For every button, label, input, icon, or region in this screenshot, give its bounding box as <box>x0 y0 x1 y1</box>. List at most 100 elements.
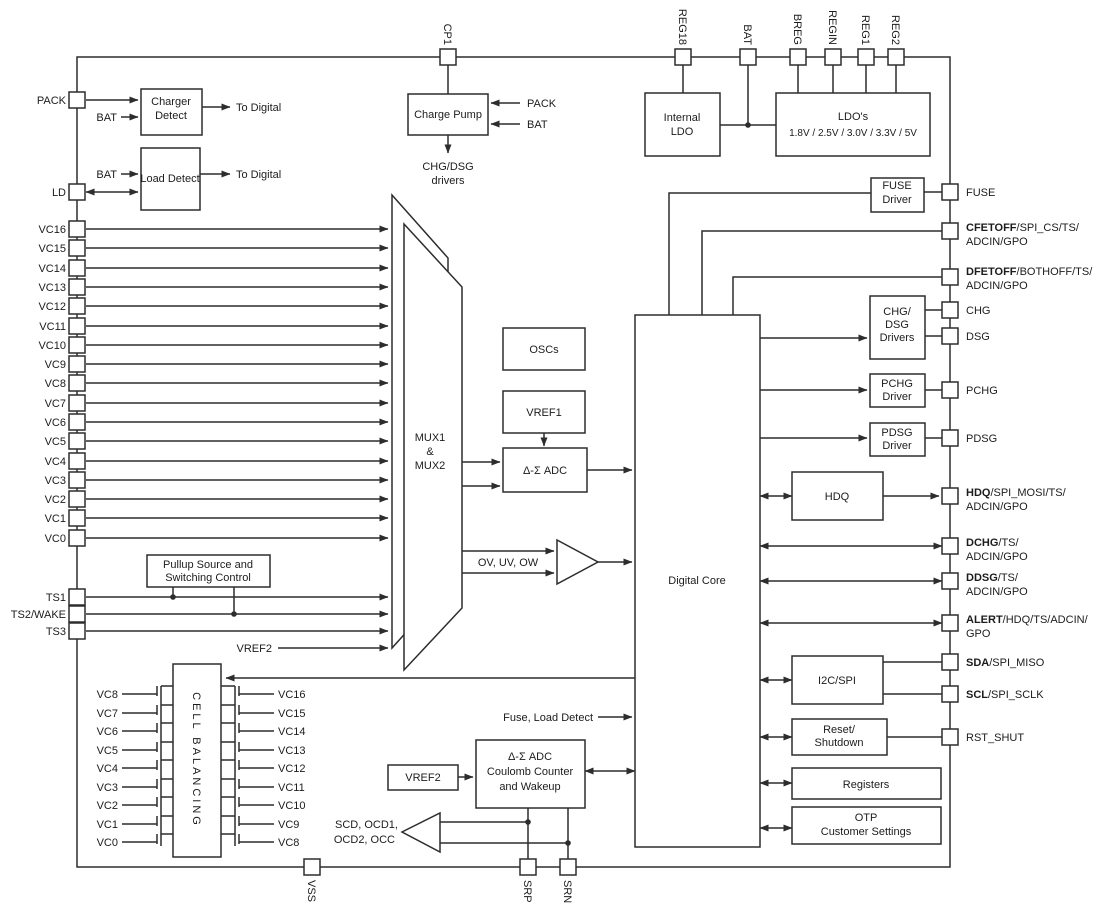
cb-left-label: VC3 <box>97 782 118 794</box>
pin-vc16-label: VC16 <box>38 224 66 236</box>
pin-srp <box>519 858 537 876</box>
block-otp: OTP Customer Settings <box>791 806 942 845</box>
block-charge-pump: Charge Pump <box>407 93 489 136</box>
pin-rst-shut-label: RST_SHUT <box>966 732 1024 744</box>
pin-ts3-label: TS3 <box>46 626 66 638</box>
chg-dsg-drivers-label-1: CHG/ <box>883 306 911 318</box>
cb-right-label: VC14 <box>278 726 306 738</box>
load-detect-label: Load Detect <box>140 173 199 185</box>
block-registers: Registers <box>791 767 942 800</box>
pin-sda <box>941 653 959 671</box>
pchg-driver-label-1: PCHG <box>881 378 913 390</box>
oscs-label: OSCs <box>529 344 559 356</box>
to-digital-label-top: To Digital <box>236 102 281 114</box>
block-vref1: VREF1 <box>502 390 586 434</box>
cb-left-label: VC2 <box>97 800 118 812</box>
fuse-load-detect-label: Fuse, Load Detect <box>503 712 593 724</box>
charger-detect-label-1: Charger <box>151 96 191 108</box>
pin-ts1 <box>68 588 86 606</box>
i2c-spi-label: I2C/SPI <box>818 675 856 687</box>
pin-vc14-label: VC14 <box>38 263 66 275</box>
pin-cfetoff <box>941 222 959 240</box>
reset-shutdown-label-1: Reset/ <box>823 724 856 736</box>
cb-left-label: VC7 <box>97 708 118 720</box>
cb-left-label: VC0 <box>97 837 118 849</box>
chg-dsg-drivers-text-2: drivers <box>431 175 465 187</box>
pin-sda-label: SDA/SPI_MISO <box>966 657 1045 669</box>
chg-dsg-drivers-label-2: DSG <box>885 319 909 331</box>
pin-hdq-label: HDQ/SPI_MOSI/TS/ <box>966 487 1067 499</box>
pin-alert <box>941 614 959 632</box>
pin-vc13 <box>68 278 86 296</box>
pin-srp-label: SRP <box>521 880 533 903</box>
pin-reg18 <box>674 48 692 66</box>
pin-pdsg-label: PDSG <box>966 433 997 445</box>
block-hdq: HDQ <box>791 471 884 521</box>
mux-label-3: MUX2 <box>415 460 446 472</box>
right-pins: FUSE CFETOFF/SPI_CS/TS/ ADCIN/GPO DFETOF… <box>941 183 1093 746</box>
pin-vc2 <box>68 490 86 508</box>
pin-ts2-wake-label: TS2/WAKE <box>11 609 66 621</box>
pin-reg1 <box>857 48 875 66</box>
cell-balancing-left-labels: VC8 VC7 VC6 VC5 VC4 VC3 VC2 VC1 VC0 <box>97 689 118 849</box>
pin-vss-label: VSS <box>305 880 317 902</box>
arrow-wires <box>86 96 940 781</box>
pin-ddsg-label: DDSG/TS/ <box>966 572 1019 584</box>
cell-balancing-right-labels: VC16 VC15 VC14 VC13 VC12 VC11 VC10 VC9 V… <box>278 689 306 849</box>
pin-ddsg <box>941 572 959 590</box>
block-adc: Δ-Σ ADC <box>502 447 588 493</box>
pin-ld-label: LD <box>52 187 66 199</box>
pin-pdsg <box>941 429 959 447</box>
block-mux: MUX1 & MUX2 <box>391 193 463 672</box>
fuse-driver-label-2: Driver <box>882 194 912 206</box>
overcurrent-comparator <box>400 811 441 854</box>
pdsg-driver-label-1: PDSG <box>881 427 912 439</box>
pin-regin <box>824 48 842 66</box>
pin-vc9-label: VC9 <box>45 359 66 371</box>
scd-ocd-label-1: SCD, OCD1, <box>335 819 398 831</box>
charge-pump-bat-label: BAT <box>527 119 548 131</box>
block-reset-shutdown: Reset/ Shutdown <box>791 718 888 756</box>
cb-right-label: VC15 <box>278 708 306 720</box>
coulomb-label-3: and Wakeup <box>499 781 560 793</box>
pin-vc15 <box>68 239 86 257</box>
block-ldos: LDO's 1.8V / 2.5V / 3.0V / 3.3V / 5V <box>775 92 931 157</box>
pin-vc6-label: VC6 <box>45 417 66 429</box>
pin-vc7 <box>68 394 86 412</box>
pin-alert-label: ALERT/HDQ/TS/ADCIN/ <box>966 614 1089 626</box>
cb-right-label: VC9 <box>278 819 299 831</box>
cell-balancing-fets-left <box>122 685 173 846</box>
pin-reg2 <box>887 48 905 66</box>
pin-cfetoff-label: CFETOFF/SPI_CS/TS/ <box>966 222 1080 234</box>
cb-right-label: VC16 <box>278 689 306 701</box>
pin-vc8 <box>68 374 86 392</box>
cb-right-label: VC12 <box>278 763 306 775</box>
cb-left-label: VC6 <box>97 726 118 738</box>
ov-uv-ow-comparator <box>556 538 600 586</box>
pin-vc9 <box>68 355 86 373</box>
pin-dsg-label: DSG <box>966 331 990 343</box>
pin-ddsg-label-2: ADCIN/GPO <box>966 586 1028 598</box>
chg-dsg-drivers-label-3: Drivers <box>880 332 915 344</box>
mux-label-1: MUX1 <box>415 432 446 444</box>
coulomb-label-2: Coulomb Counter <box>487 766 574 778</box>
pin-reg1-label: REG1 <box>859 15 871 45</box>
pin-vc2-label: VC2 <box>45 494 66 506</box>
pin-dchg <box>941 537 959 555</box>
pin-alert-label-2: GPO <box>966 628 991 640</box>
pin-vc5-label: VC5 <box>45 436 66 448</box>
vref2-box-label: VREF2 <box>405 772 440 784</box>
pin-reg2-label: REG2 <box>889 15 901 45</box>
block-pdsg-driver: PDSG Driver <box>869 422 926 457</box>
pin-vc16 <box>68 220 86 238</box>
mux1-shape <box>403 222 463 672</box>
charge-pump-pack-label: PACK <box>527 98 557 110</box>
pin-srn <box>559 858 577 876</box>
pin-vc13-label: VC13 <box>38 282 66 294</box>
block-fuse-driver: FUSE Driver <box>870 177 925 213</box>
charge-pump-label: Charge Pump <box>414 109 482 121</box>
pin-chg <box>941 301 959 319</box>
annotations: BAT BAT To Digital To Digital PACK BAT C… <box>96 98 593 846</box>
pin-rst-shut <box>941 728 959 746</box>
pin-breg-label: BREG <box>791 14 803 45</box>
